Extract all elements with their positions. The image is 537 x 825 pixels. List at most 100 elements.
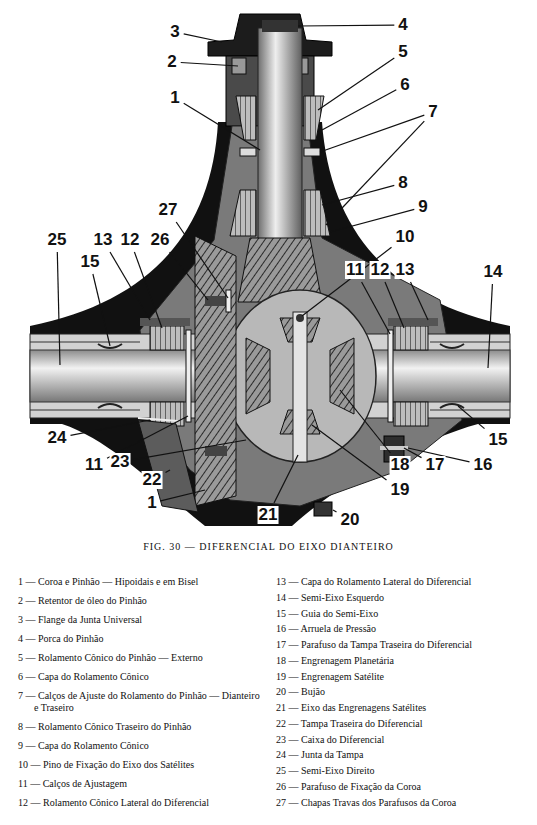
leader-line bbox=[326, 121, 424, 225]
leader-line bbox=[71, 420, 151, 435]
parts-list-entry: 3 — Flange da Junta Universal bbox=[18, 614, 264, 626]
leader-line bbox=[93, 274, 110, 346]
leader-line bbox=[274, 455, 298, 503]
callout-number: 7 bbox=[427, 103, 438, 121]
leader-line bbox=[312, 425, 387, 480]
parts-list-entry: 22 — Tampa Traseira do Diferencial bbox=[276, 718, 522, 730]
parts-list-entry: 5 — Rolamento Cônico do Pinhão — Externo bbox=[18, 652, 264, 664]
leader-line bbox=[320, 115, 424, 152]
callout-number: 22 bbox=[142, 471, 163, 489]
callout-number: 15 bbox=[488, 431, 509, 449]
side-bearing bbox=[150, 326, 184, 350]
callout-number: 3 bbox=[169, 23, 180, 41]
adjust-shim bbox=[388, 330, 393, 422]
callout-number: 15 bbox=[80, 253, 101, 271]
callout-number: 4 bbox=[397, 16, 408, 34]
parts-list-entry: 26 — Parafuso de Fixação da Coroa bbox=[276, 781, 522, 793]
parts-list-entry: 14 — Semi-Eixo Esquerdo bbox=[276, 592, 522, 604]
figure-caption: FIG. 30 — DIFERENCIAL DO EIXO DIANTEIRO bbox=[0, 541, 537, 552]
pinion-shaft bbox=[258, 28, 302, 258]
leader-line bbox=[322, 185, 394, 205]
callout-number: 13 bbox=[93, 231, 114, 249]
cover-gasket bbox=[138, 418, 178, 421]
parts-list-entry: 20 — Bujão bbox=[276, 686, 522, 698]
outer-pinion-bearing bbox=[236, 96, 256, 140]
parts-list-entry: 17 — Parafuso da Tampa Traseira do Difer… bbox=[276, 639, 522, 651]
ring-gear-bolt bbox=[205, 296, 227, 306]
callout-number: 26 bbox=[150, 231, 171, 249]
tube-line bbox=[430, 342, 510, 343]
parts-list-entry: 9 — Capa do Rolamento Cônico bbox=[18, 740, 264, 752]
parts-list-entry: 25 — Semi-Eixo Direito bbox=[276, 765, 522, 777]
callout-number: 19 bbox=[390, 481, 411, 499]
callout-number: 11 bbox=[84, 456, 104, 474]
pinion-shims bbox=[304, 148, 320, 156]
callout-number: 27 bbox=[158, 201, 179, 219]
leader-line bbox=[298, 25, 394, 27]
callout-number: 20 bbox=[340, 511, 361, 529]
callout-number: 25 bbox=[47, 231, 68, 249]
adjust-shim bbox=[186, 330, 191, 422]
leader-line bbox=[385, 282, 404, 328]
parts-list-entry: 4 — Porca do Pinhão bbox=[18, 633, 264, 645]
callout-number: 17 bbox=[425, 456, 446, 474]
callout-number: 14 bbox=[483, 263, 504, 281]
side-bearing bbox=[394, 402, 428, 426]
bearing-cap bbox=[140, 318, 190, 326]
leader-line bbox=[166, 470, 171, 473]
leader-line bbox=[134, 440, 247, 460]
lock-washer bbox=[380, 446, 408, 450]
callout-number: 1 bbox=[146, 494, 157, 512]
callout-number: 18 bbox=[390, 456, 411, 474]
leader-line bbox=[181, 63, 238, 67]
callout-number: 13 bbox=[395, 261, 416, 279]
parts-list-entry: 24 — Junta da Tampa bbox=[276, 749, 522, 761]
callout-number: 8 bbox=[397, 174, 408, 192]
callout-number: 9 bbox=[417, 198, 428, 216]
parts-list-entry: 15 — Guia do Semi-Eixo bbox=[276, 608, 522, 620]
pinion-nut bbox=[262, 20, 298, 32]
leader-line bbox=[458, 406, 485, 429]
parts-list-entry: 19 — Engrenagem Satélite bbox=[276, 671, 522, 683]
leader-line bbox=[161, 490, 205, 501]
leader-line bbox=[302, 247, 392, 316]
leader-line bbox=[110, 252, 150, 320]
bearing-cap bbox=[388, 318, 438, 326]
parts-list-entry: 2 — Retentor de óleo do Pinhão bbox=[18, 595, 264, 607]
parts-list-entry: 11 — Calços de Ajustagem bbox=[18, 778, 264, 790]
callout-number: 12 bbox=[120, 231, 141, 249]
parts-list-entry: 13 — Capa do Rolamento Lateral do Difere… bbox=[276, 576, 522, 588]
parts-list-entry: 21 — Eixo das Engrenagens Satélites bbox=[276, 702, 522, 714]
side-bearing bbox=[394, 326, 428, 350]
pinion-mate-shaft bbox=[293, 312, 307, 462]
callout-number: 5 bbox=[397, 43, 408, 61]
rear-pinion-bearing bbox=[304, 190, 330, 236]
leader-line bbox=[176, 222, 228, 298]
bolt-lock-plate bbox=[226, 290, 231, 312]
leader-line bbox=[318, 58, 394, 110]
parts-list-entry: 18 — Engrenagem Planetária bbox=[276, 655, 522, 667]
parts-list-entry: 8 — Rolamento Cônico Traseiro do Pinhão bbox=[18, 721, 264, 733]
callout-number: 6 bbox=[399, 76, 410, 94]
parts-list-entry: 1 — Coroa e Pinhão — Hipoidais e em Bise… bbox=[18, 576, 264, 588]
callout-number: 16 bbox=[473, 456, 494, 474]
ring-gear-bolt bbox=[205, 446, 227, 456]
parts-list-entry: 27 — Chapas Travas dos Parafusos da Coro… bbox=[276, 797, 522, 809]
callout-number: 12 bbox=[370, 261, 391, 279]
leader-line bbox=[184, 34, 222, 42]
drain-plug bbox=[314, 502, 332, 516]
leader-line bbox=[170, 252, 208, 300]
leader-line bbox=[134, 252, 162, 328]
parts-list-entry: 10 — Pino de Fixação do Eixo dos Satélit… bbox=[18, 759, 264, 771]
callout-number: 23 bbox=[110, 453, 131, 471]
rear-pinion-bearing bbox=[230, 190, 256, 236]
callout-number: 1 bbox=[169, 89, 180, 107]
tube-line bbox=[430, 410, 510, 411]
tube-line bbox=[30, 342, 140, 343]
outer-pinion-bearing bbox=[304, 96, 324, 140]
ring-gear bbox=[195, 236, 236, 506]
parts-list-entry: 6 — Capa do Rolamento Cônico bbox=[18, 671, 264, 683]
